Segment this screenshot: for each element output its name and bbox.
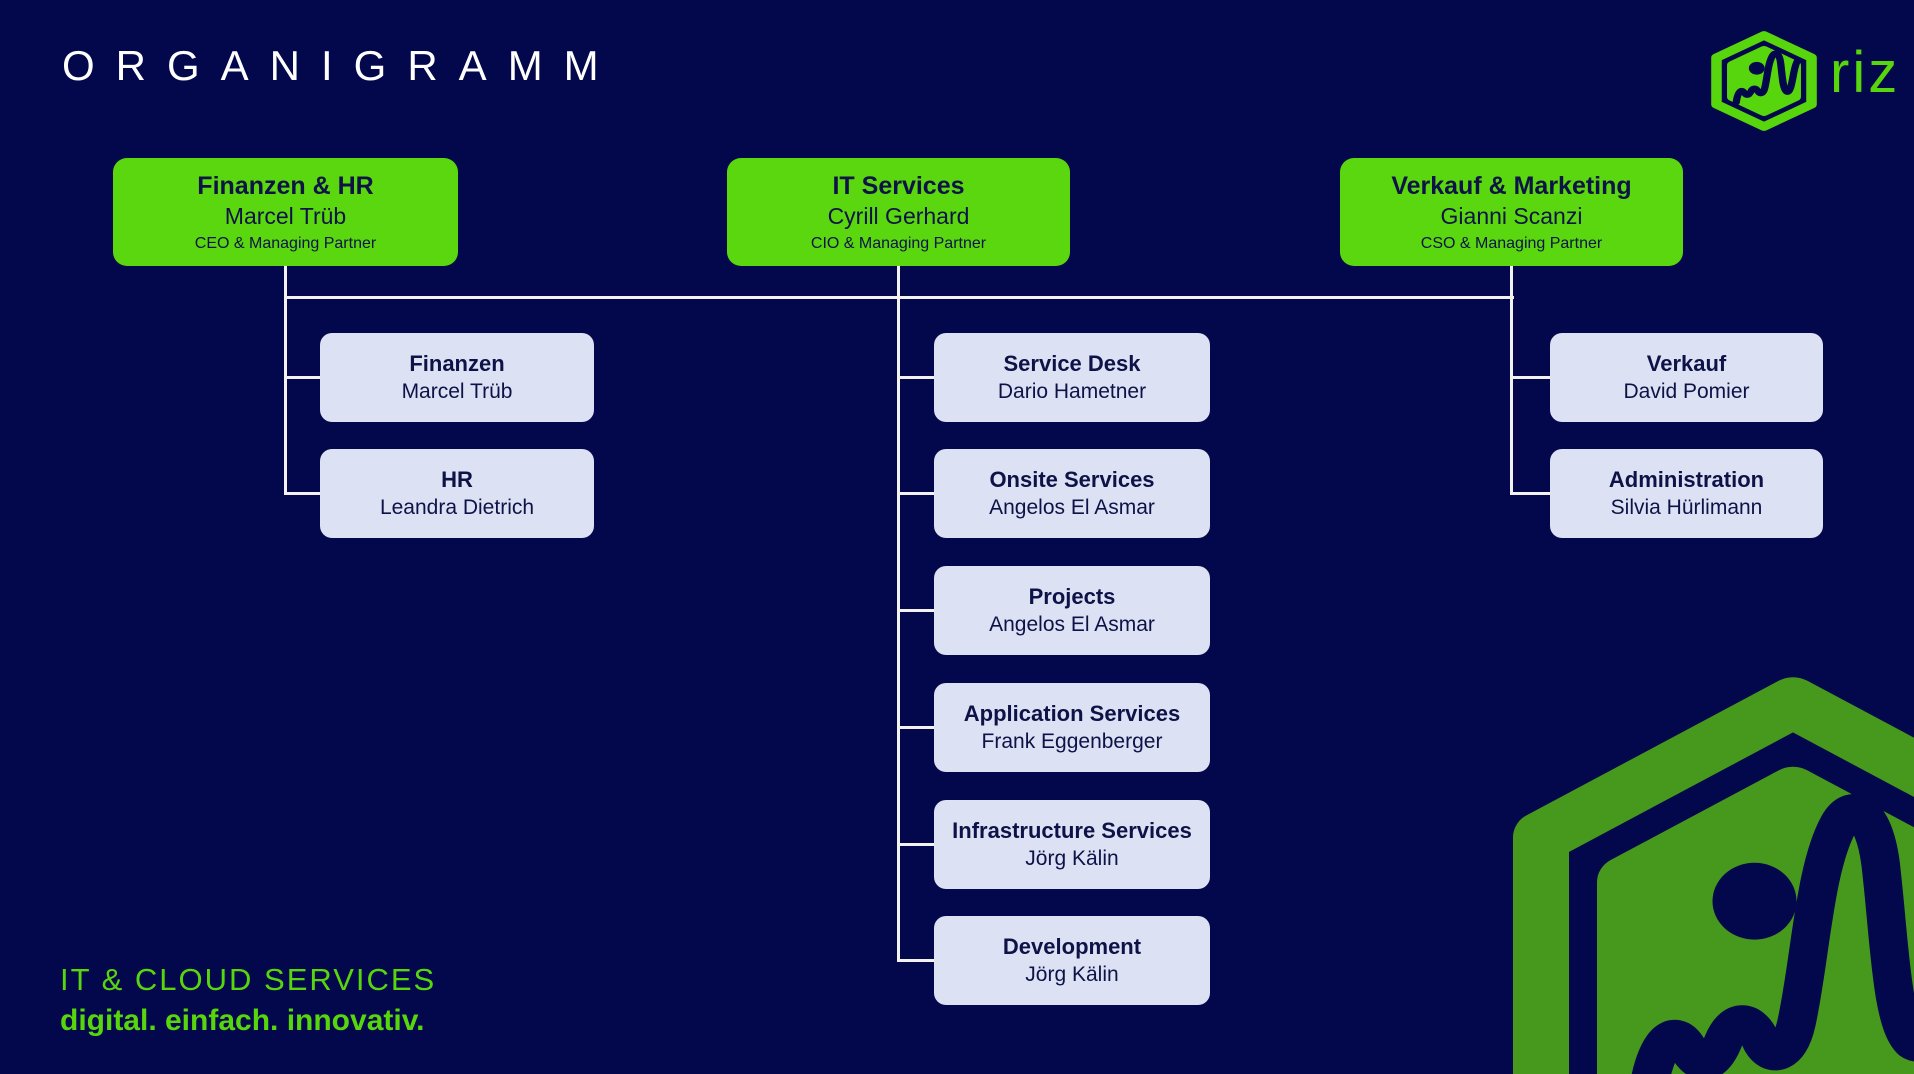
person-role: CEO & Managing Partner bbox=[194, 234, 377, 252]
footer-tagline-line2: digital. einfach. innovativ. bbox=[60, 1004, 425, 1037]
unit-title: Projects bbox=[1028, 584, 1116, 610]
person-role: CSO & Managing Partner bbox=[1420, 234, 1603, 252]
connector-line bbox=[284, 264, 287, 299]
org-node-application-services: Application Services Frank Eggenberger bbox=[934, 683, 1210, 772]
person-name: Frank Eggenberger bbox=[981, 729, 1163, 753]
brand-watermark bbox=[1443, 658, 1914, 1074]
person-name: Dario Hametner bbox=[997, 379, 1147, 403]
org-node-hr: HR Leandra Dietrich bbox=[320, 449, 594, 538]
person-name: Angelos El Asmar bbox=[989, 612, 1155, 636]
connector-line bbox=[897, 726, 934, 729]
person-name: Cyrill Gerhard bbox=[827, 203, 970, 230]
connector-line bbox=[284, 376, 320, 379]
connector-line bbox=[897, 609, 934, 612]
unit-title: Onsite Services bbox=[989, 467, 1155, 493]
connector-line bbox=[1510, 376, 1550, 379]
org-node-onsite-services: Onsite Services Angelos El Asmar bbox=[934, 449, 1210, 538]
unit-title: Infrastructure Services bbox=[952, 818, 1192, 844]
brand-logo-text: riz bbox=[1830, 40, 1901, 105]
department-title: Verkauf & Marketing bbox=[1391, 172, 1632, 201]
unit-title: HR bbox=[441, 467, 473, 493]
person-name: Angelos El Asmar bbox=[989, 495, 1155, 519]
org-node-administration: Administration Silvia Hürlimann bbox=[1550, 449, 1823, 538]
person-name: Marcel Trüb bbox=[224, 203, 347, 230]
connector-line bbox=[284, 492, 320, 495]
footer-tagline-line1: IT & CLOUD SERVICES bbox=[60, 962, 437, 997]
org-node-finanzen: Finanzen Marcel Trüb bbox=[320, 333, 594, 422]
hexagon-mountain-wave-watermark-icon bbox=[1513, 677, 1914, 1074]
connector-line bbox=[897, 959, 934, 962]
org-node-projects: Projects Angelos El Asmar bbox=[934, 566, 1210, 655]
person-name: David Pomier bbox=[1623, 379, 1750, 403]
connector-line bbox=[897, 843, 934, 846]
connector-line bbox=[897, 264, 900, 299]
unit-title: Finanzen bbox=[409, 351, 505, 377]
org-node-verkauf-marketing: Verkauf & Marketing Gianni Scanzi CSO & … bbox=[1340, 158, 1683, 266]
page-title: ORGANIGRAMM bbox=[62, 42, 620, 89]
person-name: Leandra Dietrich bbox=[379, 495, 535, 519]
org-node-development: Development Jörg Kälin bbox=[934, 916, 1210, 1005]
department-title: Finanzen & HR bbox=[197, 172, 374, 201]
person-name: Marcel Trüb bbox=[401, 379, 513, 403]
org-node-it-services: IT Services Cyrill Gerhard CIO & Managin… bbox=[727, 158, 1070, 266]
person-role: CIO & Managing Partner bbox=[810, 234, 987, 252]
unit-title: Application Services bbox=[963, 701, 1181, 727]
org-node-verkauf: Verkauf David Pomier bbox=[1550, 333, 1823, 422]
brand-logo: riz bbox=[1698, 28, 1900, 134]
org-node-infrastructure-services: Infrastructure Services Jörg Kälin bbox=[934, 800, 1210, 889]
connector-line bbox=[284, 296, 287, 494]
connector-line bbox=[1510, 264, 1513, 299]
connector-line bbox=[897, 492, 934, 495]
connector-line bbox=[1510, 296, 1513, 494]
person-name: Jörg Kälin bbox=[1025, 846, 1119, 870]
unit-title: Service Desk bbox=[1003, 351, 1141, 377]
connector-line bbox=[1510, 492, 1550, 495]
org-node-service-desk: Service Desk Dario Hametner bbox=[934, 333, 1210, 422]
person-name: Jörg Kälin bbox=[1025, 962, 1119, 986]
person-name: Gianni Scanzi bbox=[1440, 203, 1583, 230]
connector-line bbox=[897, 296, 900, 962]
unit-title: Administration bbox=[1608, 467, 1765, 493]
footer-tagline: IT & CLOUD SERVICES digital. einfach. in… bbox=[60, 962, 436, 1038]
department-title: IT Services bbox=[832, 172, 965, 201]
unit-title: Development bbox=[1002, 934, 1142, 960]
person-name: Silvia Hürlimann bbox=[1610, 495, 1763, 519]
connector-line bbox=[897, 376, 934, 379]
org-node-finanzen-hr: Finanzen & HR Marcel Trüb CEO & Managing… bbox=[113, 158, 458, 266]
unit-title: Verkauf bbox=[1646, 351, 1727, 377]
hexagon-mountain-wave-icon bbox=[1711, 31, 1817, 131]
